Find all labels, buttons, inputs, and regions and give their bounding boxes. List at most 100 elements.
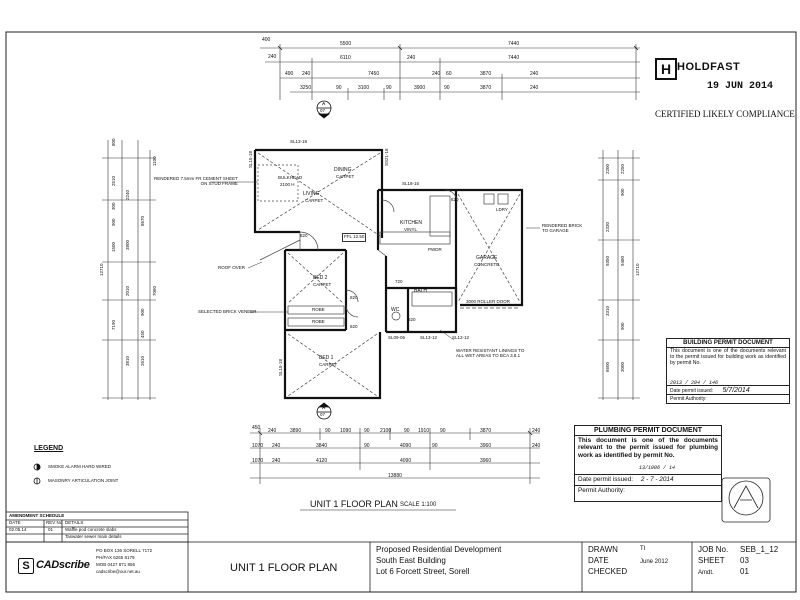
dim-top: 5500 xyxy=(340,41,352,47)
dim-left: 2610 xyxy=(140,355,145,366)
dim-bottom: 90 xyxy=(325,428,331,434)
dim-bottom: 240 xyxy=(268,428,277,434)
drawn-value: TI xyxy=(640,546,646,552)
building-permit-date: 5/7/2014 xyxy=(722,387,750,394)
dim-right: 3310 xyxy=(605,305,610,316)
dim-bottom: 4090 xyxy=(400,458,412,464)
dim-top: 6110 xyxy=(340,55,351,61)
cadscribe-logo-icon: S xyxy=(18,558,34,574)
dim-left: 12710 xyxy=(99,263,104,276)
roller-door-label: 3000 ROLLER DOOR xyxy=(466,299,511,304)
dim-bottom: 240 xyxy=(532,428,541,434)
building-permit-number: 2013 / 204 / 146 xyxy=(670,380,719,386)
dim-left: 900 xyxy=(111,218,116,226)
dim-bottom: 240 xyxy=(532,443,541,449)
dim-bottom: 90 xyxy=(440,428,446,434)
company-name: HOLDFAST xyxy=(677,61,741,73)
dim-bottom: 450 xyxy=(252,425,261,431)
dim-bottom: 1090 xyxy=(340,428,352,434)
dim-top: 3100 xyxy=(358,85,370,91)
dim-top: 3250 xyxy=(300,85,312,91)
dim-top: 3870 xyxy=(480,85,492,91)
project-line: Lot 6 Forcett Street, Sorell xyxy=(376,567,470,576)
door-size: 820 xyxy=(408,317,416,322)
room-bath: BATH xyxy=(414,288,427,294)
door-size: 820 xyxy=(451,197,459,202)
bulkhead-label: BULKHEAD xyxy=(278,175,303,180)
dim-top: 240 xyxy=(268,54,277,60)
dim-left: 7190 xyxy=(111,319,116,330)
section-marker-sheet: 07 xyxy=(320,108,326,113)
dim-bottom: 240 xyxy=(272,443,281,449)
door-size: 820 xyxy=(350,324,358,329)
project-line: South East Building xyxy=(376,556,446,565)
date-value: June 2012 xyxy=(640,559,669,565)
dim-right: 2330 xyxy=(605,221,610,232)
dim-right: 9350 xyxy=(605,255,610,266)
dim-right: 6600 xyxy=(605,361,610,372)
dim-left: 2510 xyxy=(111,175,116,186)
annotation-water-resistant: WATER RESISTANT LININGS TO ALL WET AREAS… xyxy=(456,348,525,359)
plan-title: UNIT 1 FLOOR PLAN xyxy=(310,499,398,509)
sheet-label: SHEET xyxy=(698,556,725,565)
dim-top: 3870 xyxy=(480,71,492,77)
dim-right: 2200 xyxy=(605,163,610,174)
dim-left: 1100 xyxy=(152,156,157,166)
dim-right: 900 xyxy=(620,188,625,196)
section-marker-letter: A xyxy=(322,405,326,410)
amendment-row-date: 02.05.14 xyxy=(9,527,27,532)
dim-left: 2010 xyxy=(125,285,130,296)
dim-top: 90 xyxy=(444,85,450,91)
dim-left: 300 xyxy=(111,202,116,210)
dim-top: 7450 xyxy=(368,71,380,77)
dim-bottom: 90 xyxy=(432,443,438,449)
plumbing-permit-authority-label: Permit Authority: xyxy=(578,487,625,494)
annotation-roof-over: ROOF OVER xyxy=(218,265,246,270)
amendment-col-rev: REV No xyxy=(46,520,63,525)
dim-top: 3900 xyxy=(414,85,426,91)
window-code: SL18-15 xyxy=(402,181,420,186)
dim-bottom-total: 13880 xyxy=(388,473,402,479)
contact-line: cadscribe@our.net.au xyxy=(96,569,140,574)
dim-left: 1500 xyxy=(111,241,116,252)
room-garage: GARAGE xyxy=(476,255,498,261)
legend-smoke-alarm-label: SMOKE ALARM HARD WIRED xyxy=(48,464,112,469)
room-living-finish: CARPET xyxy=(305,198,324,203)
window-code: SL13-18 xyxy=(290,139,308,144)
building-permit-text: This document is one of the documents re… xyxy=(670,348,786,366)
amendment-row-rev: 01 xyxy=(48,527,54,532)
annotation-rendered-brick: RENDERED BRICK TO GARAGE xyxy=(542,223,583,234)
dim-left: 900 xyxy=(140,308,145,316)
plumbing-permit-number: 13/1006 / 14 xyxy=(639,465,676,471)
room-dining-finish: CARPET xyxy=(336,174,355,179)
window-code: SS21-18 xyxy=(384,148,389,166)
section-marker-letter: A xyxy=(322,101,326,106)
dim-left: 3800 xyxy=(125,239,130,250)
certification-text: CERTIFIED LIKELY COMPLIANCE xyxy=(655,109,795,119)
window-code: SL15-18 xyxy=(248,150,253,168)
room-bed2: BED 2 xyxy=(313,275,328,281)
dim-top: 240 xyxy=(530,71,539,77)
stamp-date: 19 JUN 2014 xyxy=(707,81,774,92)
room-garage-finish: CONCRETE xyxy=(474,262,500,267)
dim-bottom: 90 xyxy=(364,443,370,449)
room-powder: PWDR xyxy=(428,247,442,252)
dim-bottom: 3960 xyxy=(480,458,492,464)
room-bed1-finish: CARPET xyxy=(319,362,338,367)
room-kitchen: KITCHEN xyxy=(400,220,422,226)
contact-line: MOB 0427 871 856 xyxy=(96,562,136,567)
dim-bottom: 90 xyxy=(404,428,410,434)
dim-top: 90 xyxy=(336,85,342,91)
dim-top: 90 xyxy=(386,85,392,91)
room-kitchen-finish: VINYL xyxy=(404,227,418,232)
dim-top: 240 xyxy=(302,71,311,77)
holdfast-logo: H xyxy=(655,58,677,80)
amdt-value: 01 xyxy=(740,567,749,576)
plan-scale: SCALE 1:100 xyxy=(400,502,437,508)
plumbing-permit-date-label: Date permit issued: xyxy=(578,476,634,483)
dim-right: 12710 xyxy=(635,263,640,276)
room-robe: ROBE xyxy=(312,307,325,312)
dim-top: 400 xyxy=(262,37,271,43)
plumbing-permit-date: 2 - 7 - 2014 xyxy=(640,476,674,483)
